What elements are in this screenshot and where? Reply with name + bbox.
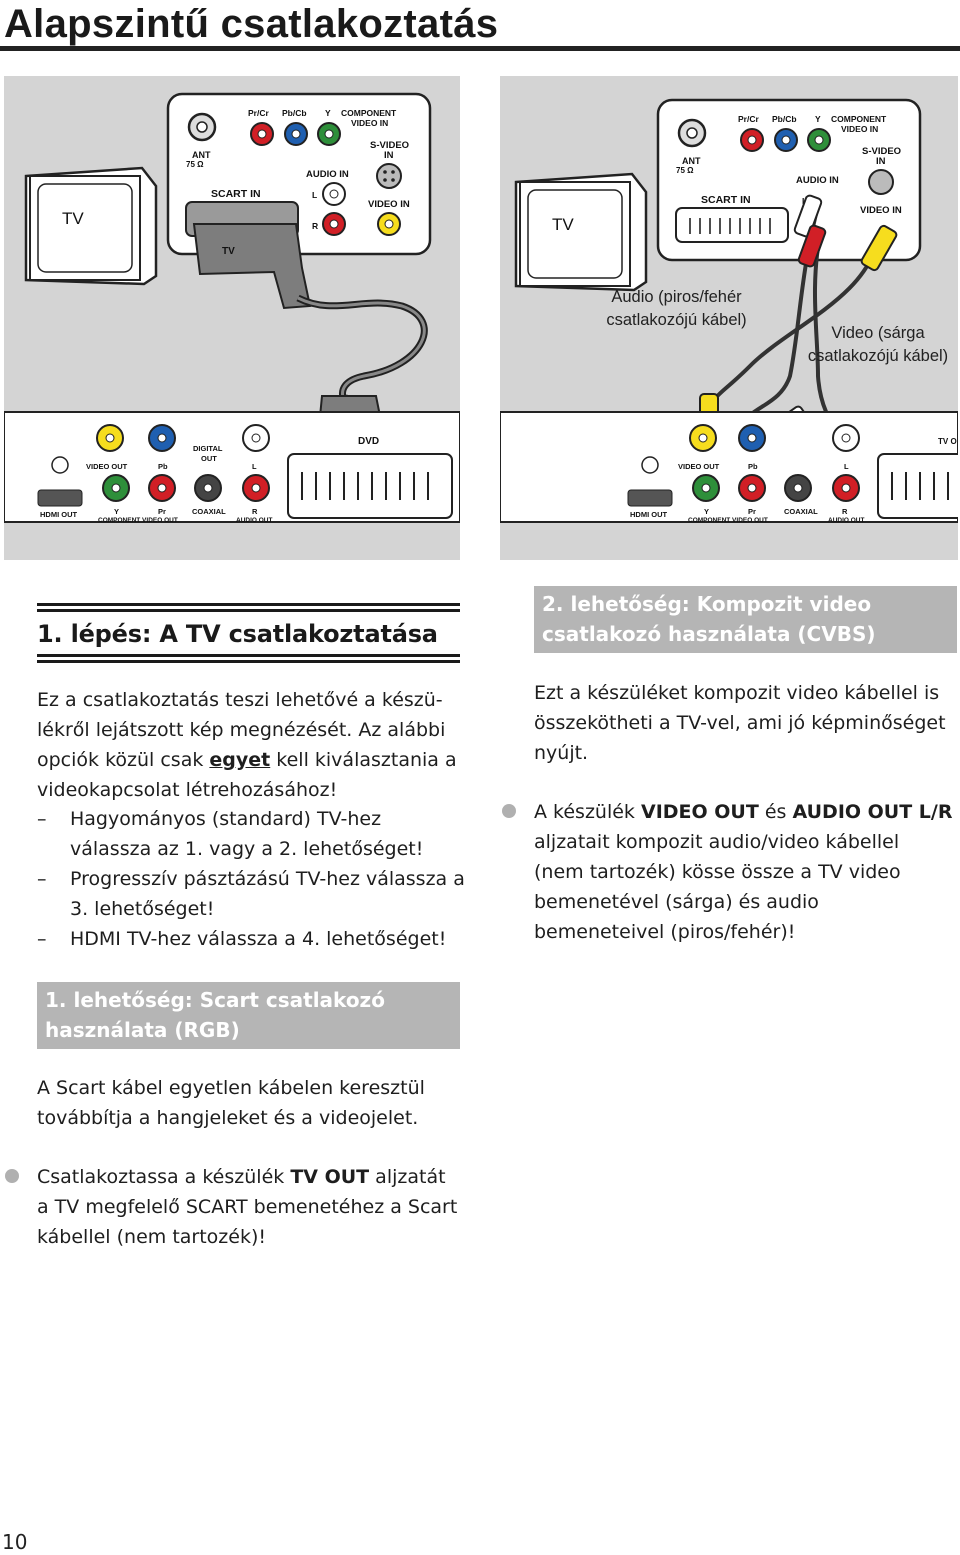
step1-header: 1. lépés: A TV csatlakoztatása <box>37 603 460 663</box>
audio-out-bold: AUDIO OUT L/R <box>792 801 953 823</box>
scart-plug-tv: TV <box>192 223 312 310</box>
option2-bullet: A készülék VIDEO OUT és AUDIO OUT L/R al… <box>534 797 954 947</box>
dvd-pr-label-2: Pr <box>748 507 756 516</box>
step1-heading: 1. lépés: A TV csatlakoztatása <box>37 620 438 648</box>
dvd-label: DVD <box>358 436 379 447</box>
option-list-item: Hagyományos (standard) TV-hez válassza a… <box>37 804 467 864</box>
dvd-y-label-2: Y <box>704 507 709 516</box>
ant-ohm-label: 75 Ω <box>186 160 204 169</box>
video-out-bold: VIDEO OUT <box>640 801 759 823</box>
y-label: Y <box>325 108 331 118</box>
audio-in-label-2: AUDIO IN <box>796 175 839 186</box>
component-video-in-label-b2: VIDEO IN <box>841 124 878 134</box>
scart-in-label-2: SCART IN <box>701 194 751 206</box>
digital-out-label: DIGITAL <box>193 444 223 453</box>
option2-bullet-text-a: A készülék <box>534 801 641 823</box>
s-video-label-2: IN <box>384 150 394 161</box>
scart-plug-label: TV <box>222 246 235 257</box>
white-plug-tv <box>793 194 823 238</box>
option2-heading: 2. lehetőség: Kompozit video csatlakozó … <box>534 586 957 653</box>
component-video-in-label-2: VIDEO IN <box>351 118 388 128</box>
coaxial-label-2: COAXIAL <box>784 507 818 516</box>
composite-connection-diagram: ANT 75 Ω Pr/Cr Pb/Cb Y COMPONENT VIDEO I… <box>500 76 958 560</box>
option2-bullet-text-mid: és <box>758 801 793 823</box>
caption-audio-cable: Audio (piros/fehér csatlakozójú kábel) <box>606 288 747 329</box>
pb-cb-label: Pb/Cb <box>282 108 307 118</box>
red-plug-tv <box>797 224 827 268</box>
pb-cb-label-2: Pb/Cb <box>772 114 797 124</box>
yellow-plug-tv <box>860 224 898 272</box>
title-rule <box>0 46 960 51</box>
option2-bullet-text-c: aljzatait kompozit audio/video kábellel … <box>534 831 901 943</box>
scart-connection-diagram: ANT 75 Ω Pr/Cr Pb/Cb Y COMPONENT VIDEO I… <box>4 76 460 560</box>
hdmi-out-label-2: HDMI OUT <box>630 510 667 519</box>
intro-emphasis: egyet <box>209 749 271 771</box>
option1-heading: 1. lehetőség: Scart csatlakozó használat… <box>37 982 460 1049</box>
s-video-label: S-VIDEO <box>370 140 409 151</box>
tv-illustration-2: TV <box>514 172 648 292</box>
dvd-tv-out-scart <box>287 453 453 519</box>
step1-intro: Ez a csatlakoztatás teszi lehetővé a kés… <box>37 685 463 805</box>
coaxial-label: COAXIAL <box>192 507 226 516</box>
dvd-video-out-label-2: VIDEO OUT <box>678 462 720 471</box>
s-video-label-b2: IN <box>876 156 886 167</box>
dvd-audio-r-label: R <box>252 507 258 516</box>
pr-cr-label: Pr/Cr <box>248 108 269 118</box>
page-title: Alapszintű csatlakoztatás <box>4 2 499 46</box>
audio-r-label: R <box>312 221 318 231</box>
audio-out-label: AUDIO OUT <box>236 517 273 524</box>
dvd-pb-label-2: Pb <box>748 462 758 471</box>
tv-label-2: TV <box>552 215 574 234</box>
option1-text: A Scart kábel egyetlen kábelen keresztül… <box>37 1077 425 1129</box>
scart-cable <box>296 294 428 406</box>
y-label-2: Y <box>815 114 821 124</box>
audio-l-label: L <box>312 190 317 200</box>
dvd-audio-l-label: L <box>252 462 257 471</box>
dvd-audio-l-label-2: L <box>844 462 849 471</box>
tv-out-label: TV O <box>938 437 957 446</box>
ant-ohm-label-2: 75 Ω <box>676 166 694 175</box>
tv-label: TV <box>62 209 84 228</box>
bullet-dot <box>502 804 516 818</box>
option-list-item: Progresszív pásztázású TV-hez válassza a… <box>37 864 467 924</box>
composite-diagram-svg: ANT 75 Ω Pr/Cr Pb/Cb Y COMPONENT VIDEO I… <box>500 98 958 524</box>
dvd-pr-label: Pr <box>158 507 166 516</box>
component-video-out-label-2: COMPONENT VIDEO OUT <box>688 517 768 524</box>
audio-in-label: AUDIO IN <box>306 169 349 180</box>
component-video-out-label: COMPONENT VIDEO OUT <box>98 517 178 524</box>
tv-out-bold: TV OUT <box>290 1166 370 1188</box>
pr-cr-label-2: Pr/Cr <box>738 114 759 124</box>
page-number: 10 <box>2 1530 28 1554</box>
dvd-pb-label: Pb <box>158 462 168 471</box>
option1-bullet-text-a: Csatlakoztassa a készülék <box>37 1166 291 1188</box>
caption-video-cable: Video (sárga csatlakozójú kábel) <box>807 324 949 365</box>
dvd-y-label: Y <box>114 507 119 516</box>
intro-text-a: Ez a csatlakoztatás teszi lehetővé a kés… <box>37 689 446 771</box>
component-video-in-label-b: COMPONENT <box>831 114 887 124</box>
digital-out-label-2: OUT <box>201 454 217 463</box>
hdmi-out-socket <box>37 489 83 507</box>
s-video-label-b: S-VIDEO <box>862 146 901 157</box>
dvd-audio-r-label-2: R <box>842 507 848 516</box>
step1-options-list: Hagyományos (standard) TV-hez válassza a… <box>37 804 467 954</box>
hdmi-out-label: HDMI OUT <box>40 510 77 519</box>
ant-label: ANT <box>192 150 211 160</box>
video-in-label-2: VIDEO IN <box>860 205 902 216</box>
bullet-dot <box>5 1169 19 1183</box>
scart-in-label: SCART IN <box>211 188 261 200</box>
tv-illustration: TV <box>24 166 158 286</box>
audio-out-label-2: AUDIO OUT <box>828 517 865 524</box>
scart-diagram-svg: ANT 75 Ω Pr/Cr Pb/Cb Y COMPONENT VIDEO I… <box>4 92 460 524</box>
dvd-video-out-label: VIDEO OUT <box>86 462 128 471</box>
intro-text-b: kell kiválasztania a videokapcsolat létr… <box>37 749 457 801</box>
option1-bullet: Csatlakoztassa a készülék TV OUT aljzatá… <box>37 1162 463 1252</box>
option-list-item: HDMI TV-hez válassza a 4. lehetőséget! <box>37 924 467 954</box>
option1-bullet-text-c: aljzatát a TV megfelelő SCART bemenetéhe… <box>37 1166 458 1248</box>
ant-label-2: ANT <box>682 156 701 166</box>
option2-text: Ezt a készüléket kompozit video kábellel… <box>534 682 946 764</box>
s-video-jack <box>376 163 402 189</box>
component-video-in-label: COMPONENT <box>341 108 397 118</box>
video-in-label: VIDEO IN <box>368 199 410 210</box>
